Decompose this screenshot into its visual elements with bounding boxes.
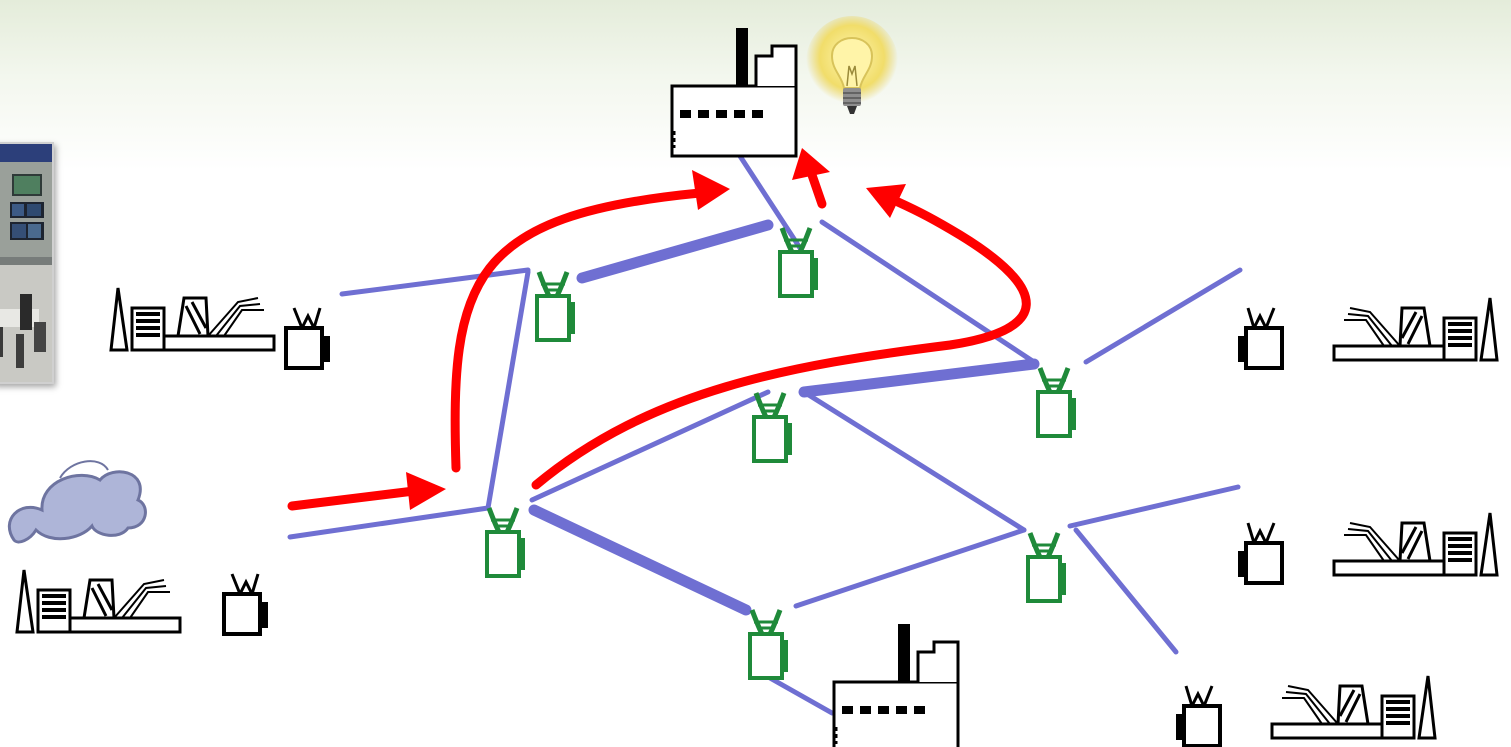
line-sub-e-to-plant-ne	[1083, 267, 1243, 365]
power-plant-southeast	[1174, 674, 1437, 747]
substation-c	[780, 228, 818, 296]
flow-arrow-left-path	[450, 188, 705, 473]
power-plant-west	[109, 286, 332, 370]
line-consumer-top-to-sub-c	[735, 150, 803, 251]
line-sub-d-to-sub-f	[801, 389, 1027, 533]
substation-b	[537, 272, 575, 340]
line-sub-f-to-plant-e	[1067, 484, 1241, 529]
flow-arrow-left-head	[692, 170, 730, 210]
flow-arrow-up-head	[792, 148, 830, 180]
flow-arrow-right-path	[531, 197, 1031, 490]
line-sub-a-to-sub-g	[528, 504, 752, 616]
control-room-photo	[0, 142, 54, 384]
transmission-lines	[287, 150, 1243, 716]
flow-arrow-right-head	[866, 184, 906, 218]
line-sub-a-to-sub-b	[485, 269, 531, 511]
line-sub-f-to-plant-se	[1073, 527, 1179, 655]
power-plant-east	[1236, 511, 1499, 585]
flow-arrow-up-path	[807, 170, 827, 209]
smoke-cloud-icon	[7, 460, 147, 544]
power-plant-smoke	[15, 568, 270, 636]
flow-arrow-input-head	[406, 472, 446, 510]
substation-e	[1038, 368, 1076, 436]
line-sub-a-to-sub-d	[529, 389, 771, 503]
line-sub-b-to-sub-c	[576, 219, 774, 284]
substation-g	[750, 610, 788, 678]
flow-arrow-input	[287, 486, 419, 511]
line-sub-c-to-sub-e	[819, 219, 1037, 365]
power-plant-northeast	[1236, 296, 1499, 370]
line-sub-g-to-sub-f	[793, 527, 1027, 609]
line-sub-g-to-consumer-bottom	[767, 675, 835, 716]
substation-f	[1028, 533, 1066, 601]
power-flow-arrows	[287, 148, 1031, 511]
line-sub-d-to-sub-e	[798, 358, 1040, 398]
substation-a	[487, 508, 525, 576]
consumer-factory-bottom	[832, 622, 960, 747]
line-plant-west-to-sub-b	[339, 267, 531, 297]
light-bulb-icon	[806, 16, 898, 114]
line-plant-smoke-to-sub-a	[287, 505, 491, 540]
substation-d	[754, 393, 792, 461]
consumer-factory-top	[670, 26, 798, 158]
